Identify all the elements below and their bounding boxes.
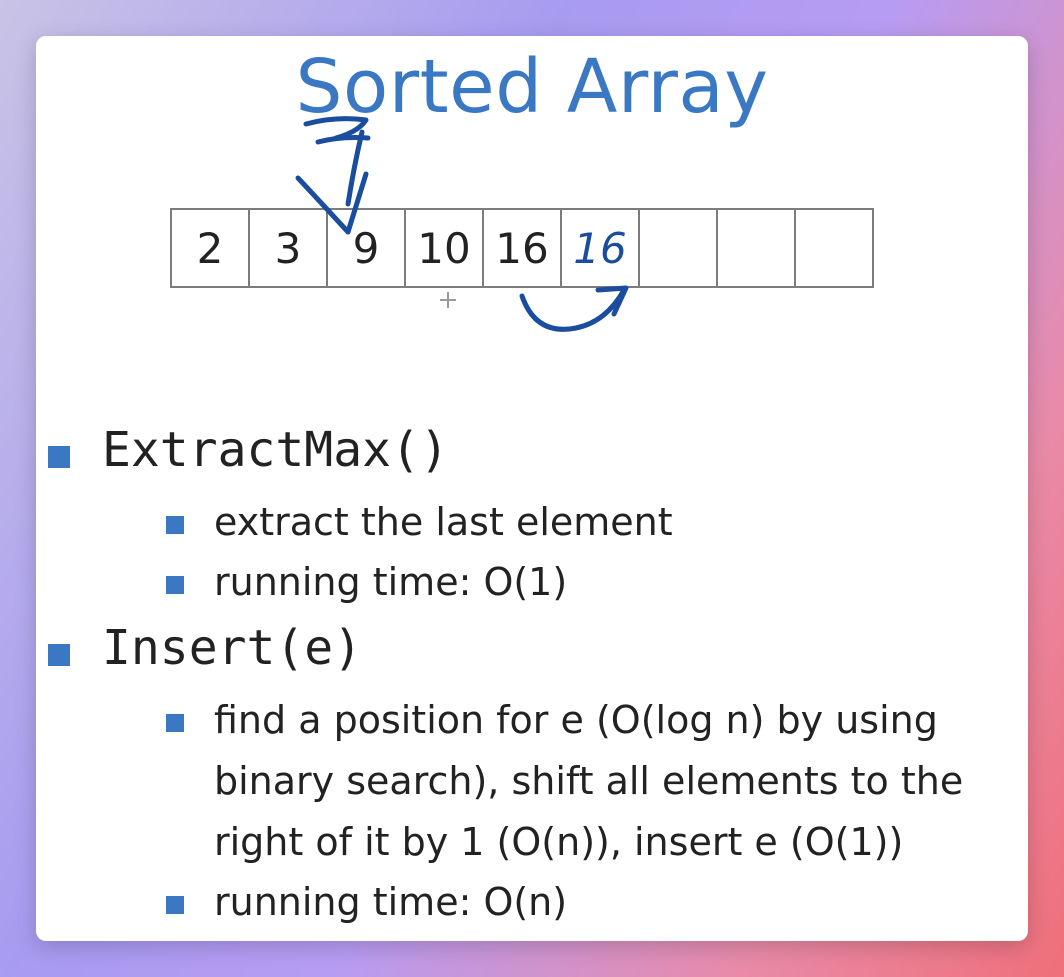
handwritten-seven xyxy=(303,116,371,207)
sub-bullet-icon xyxy=(166,516,184,534)
method-extractmax: ExtractMax() xyxy=(102,422,449,478)
method-insert: Insert(e) xyxy=(102,620,363,676)
bullet-text: find a position for e (O(log n) by using… xyxy=(214,698,964,864)
slide-title: Sorted Array xyxy=(295,44,769,130)
bullet-icon xyxy=(48,446,70,468)
bullet-icon xyxy=(48,644,70,666)
sub-bullet-icon xyxy=(166,714,184,732)
bullet-text: running time: O(n) xyxy=(214,880,568,924)
array-cell-handwritten: 16 xyxy=(560,208,640,288)
array-cell: 16 xyxy=(482,208,562,288)
sorted-array: 2 3 9 10 16 16 xyxy=(170,208,874,288)
array-cell xyxy=(794,208,874,288)
bullet-text: extract the last element xyxy=(214,500,673,544)
array-cell: 2 xyxy=(170,208,250,288)
cursor-icon xyxy=(440,292,456,308)
slide: Sorted Array 2 3 9 10 16 16 xyxy=(36,36,1028,941)
sub-bullet-icon xyxy=(166,576,184,594)
insert-arrow-icon xyxy=(295,171,369,235)
handwritten-annotations xyxy=(295,116,629,332)
bullet-text: running time: O(1) xyxy=(214,560,568,604)
sub-bullet-icon xyxy=(166,896,184,914)
shift-arrow-icon xyxy=(519,285,629,332)
